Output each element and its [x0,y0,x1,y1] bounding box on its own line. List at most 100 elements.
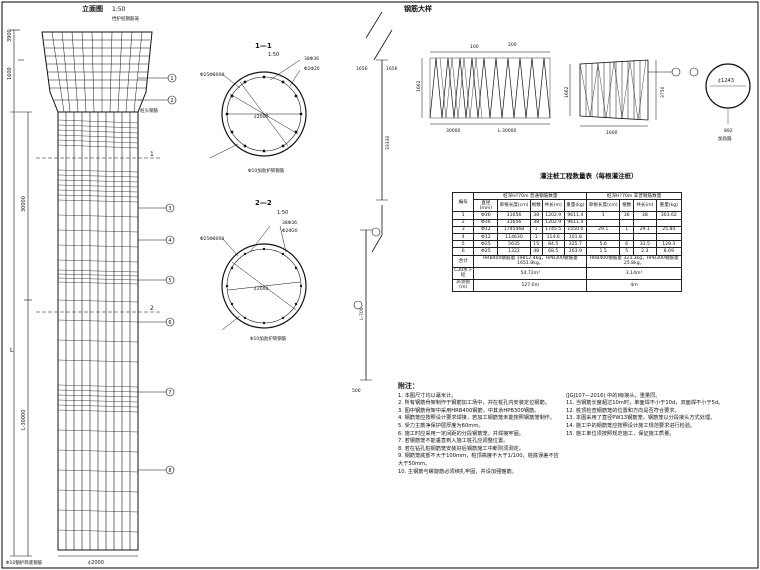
len-b: 1656 [386,66,398,72]
cell: 6 [619,240,635,249]
cell: 1202.9 [541,211,565,220]
pile-joint-tag: 桩头钢筋 [140,107,158,114]
callout-3: 3 [168,206,171,212]
cell: Φ12 [473,232,499,242]
cell: Φ36 [473,218,499,227]
cell: 1 [529,225,543,234]
callout-7: 7 [168,390,171,396]
th-group-1: 桩深H?70m 普通钢筋数量 [473,191,588,201]
cell [655,218,683,227]
callout-6: 6 [168,320,171,326]
th-col: 根数 [529,199,543,213]
section-1-1 [209,59,307,159]
cell: 合计 [451,254,475,268]
spiral-width-1: 30000 [446,128,460,134]
cell: 31656 [497,211,531,220]
cell: Φ25 [473,247,499,256]
cell: 1322 [497,247,531,256]
cell: HRB400钢筋量 19812.4kg，HPB300钢筋量 1651.8kg。 [473,254,588,268]
cell: 3 [451,225,475,234]
sec2-diameter: ¢2000 [254,286,268,292]
cell: 129.3 [655,240,683,249]
th-col: 单根长度(cm) [586,199,621,213]
cell: 15 [529,240,543,249]
notes-heading: 附注： [398,382,419,390]
note-item: (JGJ107—2016) 中的I级接头，重量同。 [566,392,661,399]
table-pipe-row: 声测管(m) 127.0m 4m [451,278,682,293]
cage-width: 1600 [606,130,618,136]
th-col: 重量(kg) [563,199,588,213]
cell: 6 [451,247,475,256]
note-item: 14. 施工中的钢筋笼应按照设计施工规范要求进行检验。 [566,422,696,429]
cell: 101.8 [563,232,588,242]
table-concrete-row: C30水下砼 54.72m³ 3.14m³ [451,266,682,280]
section2-scale: 1:50 [277,210,288,216]
section2-title: 2—2 [255,199,272,207]
dim-mid: 30000 [21,196,27,212]
ring-diameter: ¢1243 [718,78,734,84]
sec2-bar-b: Φ2Φ20 [282,228,298,234]
note-item: 2. 所有钢筋骨架制作于钢筋加工场中，并在桩孔内安装定位钢筋。 [398,400,550,407]
dim-lower: L-30000 [21,410,27,430]
cell: Φ12 [473,225,499,234]
cell: C30水下砼 [451,266,475,280]
section1-title: 1—1 [255,42,272,50]
section1-scale: 1:50 [268,52,279,58]
cell [619,232,635,242]
bottom-steel-tag: Φ10钢护筒底钢筋 [6,559,43,566]
rebar-detail-bars [353,11,393,381]
ring-detail [689,63,751,124]
cell: 303.62 [655,211,683,220]
th-col: 单根长度(cm) [497,199,531,213]
spiral-pitch-2: 200 [508,42,517,48]
cage-height: 1662 [564,86,570,98]
cell: 29.1 [633,225,657,234]
spiral-height: 1662 [416,80,422,92]
cell [619,218,635,227]
cell: 38 [529,211,543,220]
cell: 1 [586,211,621,220]
section-mark-1: 1 [150,151,154,158]
cell [633,232,657,242]
notes-left-column: 1. 本图尺寸均以毫米计。 2. 所有钢筋骨架制作于钢筋加工场中，并在桩孔内安装… [398,393,560,477]
cell: 1202.9 [541,218,565,227]
cell: 5635 [497,240,531,249]
cell: 2 [451,218,475,227]
elevation-title: 立面图 [82,4,103,13]
notes-right-column: (JGJ107—2016) 中的I级接头，重量同。 11. 当钢筋长度超过10m… [566,393,728,477]
elevation-scale: 1:50 [112,6,126,13]
cell: 325.7 [563,240,588,249]
rebar-detail-title: 钢筋大样 [404,4,432,13]
cell: 54.72m³ [473,266,588,280]
note-item: 1. 本图尺寸均以毫米计。 [398,392,457,399]
cell: 9611.4 [563,211,588,220]
cell: 114.6 [541,232,565,242]
len-a: 1656 [356,66,368,72]
cell: Φ36 [473,211,499,220]
dim-bottom-width: ¢2000 [88,560,104,566]
cell: 38 [529,218,543,227]
cell: 2.3 [633,247,657,256]
len-d: L-700 [359,307,365,320]
cell: 5 [451,240,475,249]
note-item: 5. 受力主筋净保护层厚度为60mm。 [398,422,484,429]
len-e: 500 [352,388,361,394]
callout-2: 2 [170,98,173,104]
spiral-width-2: L-30000 [498,128,517,134]
cell: 1 [451,211,475,220]
note-item: 10. 主钢筋与螺旋筋必须绑扎牢固，并设加强箍筋。 [398,468,517,475]
cage-detail-2 [569,59,681,127]
note-item: 3. 图中钢筋骨架中采用HRB400钢筋，中其余HPB300钢筋。 [398,407,540,414]
th-col: 根数 [619,199,635,213]
cell [633,218,657,227]
cell: 声测管(m) [451,278,475,293]
cell: 1 [619,225,635,234]
ring-note: 加劲箍 [718,135,732,142]
